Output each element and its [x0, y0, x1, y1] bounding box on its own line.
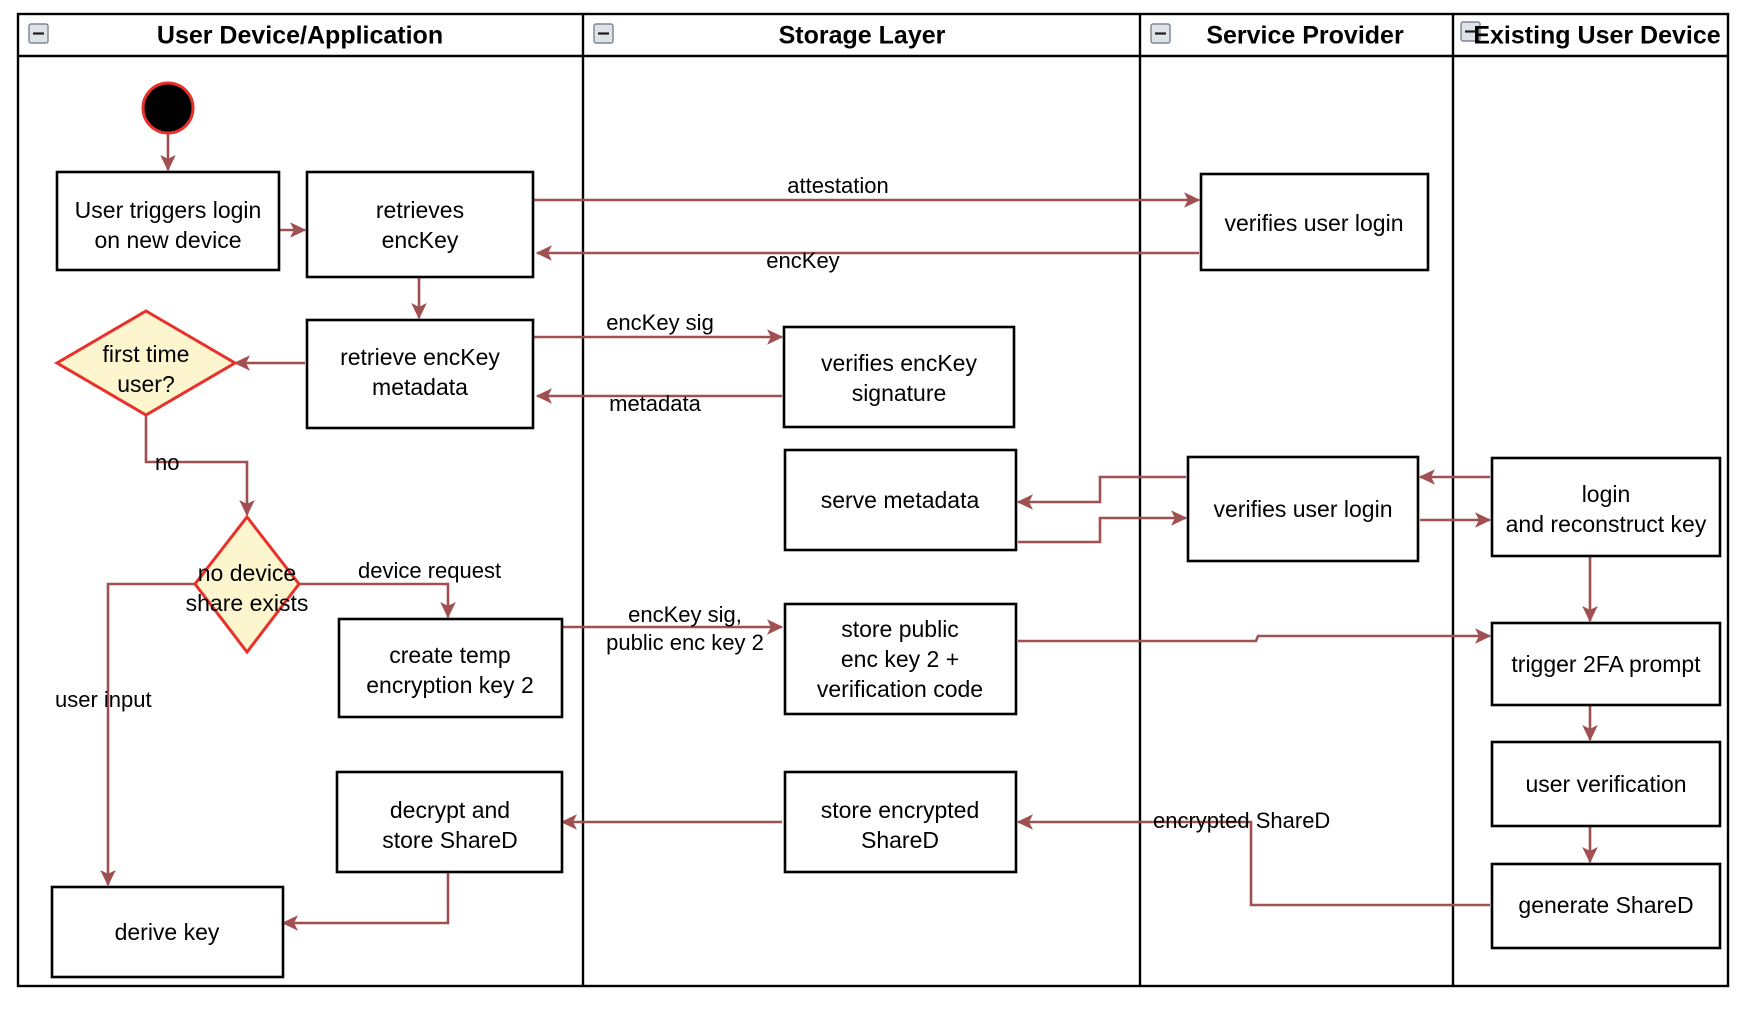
node-label-line: on new device: [94, 227, 241, 253]
node-label-line: create temp: [389, 642, 510, 668]
edge-device-request: [299, 582, 456, 619]
node-label-line: verifies user login: [1214, 496, 1393, 522]
node-create-temp-encryption-key-2[interactable]: create temp encryption key 2: [337, 617, 564, 719]
edge-no: [144, 415, 255, 517]
edge-label-no: no: [155, 450, 179, 475]
lane-title-storage-layer: Storage Layer: [779, 22, 946, 50]
node-label-line: login: [1582, 481, 1631, 507]
node-verifies-user-login-top[interactable]: verifies user login: [1199, 172, 1430, 272]
node-first-time-user-decision[interactable]: first time user?: [54, 309, 238, 417]
edge-label-metadata: metadata: [609, 391, 701, 416]
edge-serve-metadata-to-sp: [1018, 510, 1188, 544]
node-label-line: store public: [841, 616, 959, 642]
edge-label-attestation: attestation: [787, 173, 889, 198]
node-label-line: verifies encKey: [821, 350, 977, 376]
node-login-and-reconstruct-key[interactable]: login and reconstruct key: [1490, 456, 1722, 558]
node-user-verification[interactable]: user verification: [1490, 740, 1722, 828]
node-label-line: ShareD: [861, 827, 939, 853]
edge-storepub-to-2fa: [1018, 628, 1492, 644]
node-label-line: decrypt and: [390, 797, 510, 823]
node-label-line: signature: [852, 380, 947, 406]
node-user-triggers-login[interactable]: User triggers login on new device: [55, 170, 281, 272]
lane-title-existing-user-device: Existing User Device: [1473, 22, 1720, 50]
node-store-encrypted-shared[interactable]: store encrypted ShareD: [783, 770, 1018, 874]
collapse-minus-icon[interactable]: [1150, 23, 1171, 44]
lane-header-service-provider[interactable]: Service Provider: [1150, 22, 1404, 50]
lane-header-storage-layer[interactable]: Storage Layer: [593, 22, 946, 50]
node-generate-shared[interactable]: generate ShareD: [1490, 862, 1722, 950]
node-label-line: store encrypted: [821, 797, 980, 823]
node-store-public-enc-key-2[interactable]: store public enc key 2 + verification co…: [783, 602, 1018, 716]
node-label-line: no device: [198, 560, 296, 586]
node-label-line: user?: [117, 371, 175, 397]
edge-label-enckey-sig-pub-line1: encKey sig,: [628, 602, 742, 627]
edge-label-enckey-sig: encKey sig: [606, 310, 714, 335]
node-label-line: serve metadata: [821, 487, 980, 513]
node-label-line: generate ShareD: [1518, 892, 1693, 918]
node-label-line: encryption key 2: [366, 672, 533, 698]
node-decrypt-and-store-shared[interactable]: decrypt and store ShareD: [335, 770, 564, 874]
edge-label-enckey: encKey: [766, 248, 839, 273]
collapse-minus-icon[interactable]: [1460, 21, 1481, 42]
node-label-line: user verification: [1525, 771, 1686, 797]
lane-title-user-device: User Device/Application: [157, 22, 443, 50]
node-verifies-enckey-signature[interactable]: verifies encKey signature: [782, 325, 1016, 429]
edge-user-input: [100, 582, 195, 887]
node-label-line: retrieves: [376, 197, 464, 223]
node-trigger-2fa-prompt[interactable]: trigger 2FA prompt: [1490, 621, 1722, 707]
node-serve-metadata[interactable]: serve metadata: [783, 448, 1018, 552]
node-label-line: metadata: [372, 374, 468, 400]
node-label-line: enc key 2 +: [841, 646, 959, 672]
node-retrieves-enckey[interactable]: retrieves encKey: [305, 170, 535, 279]
collapse-minus-icon[interactable]: [593, 23, 614, 44]
node-label-line: User triggers login: [75, 197, 262, 223]
node-label-line: store ShareD: [382, 827, 518, 853]
lane-header-user-device[interactable]: User Device/Application: [28, 22, 443, 50]
edge-label-encrypted-shared: encrypted ShareD: [1153, 808, 1330, 833]
lane-header-existing-user-device[interactable]: Existing User Device: [1460, 21, 1721, 50]
edge-label-user-input: user input: [55, 687, 152, 712]
node-label-line: verifies user login: [1225, 210, 1404, 236]
collapse-minus-icon[interactable]: [28, 23, 49, 44]
edge-label-enckey-sig-pub-line2: public enc key 2: [606, 630, 764, 655]
node-derive-key[interactable]: derive key: [50, 885, 285, 979]
node-label-line: derive key: [115, 919, 220, 945]
node-label-line: retrieve encKey: [340, 344, 500, 370]
lane-title-service-provider: Service Provider: [1206, 22, 1404, 50]
edge-encrypted-shared: [1016, 814, 1490, 907]
node-label-line: verification code: [817, 676, 983, 702]
node-label-line: share exists: [186, 590, 309, 616]
node-verifies-user-login-mid[interactable]: verifies user login: [1186, 455, 1420, 563]
edges-layer: attestation encKey encKey sig metadata n…: [55, 131, 1598, 931]
node-label-line: first time: [103, 341, 190, 367]
node-label-line: trigger 2FA prompt: [1511, 651, 1701, 677]
node-retrieve-enckey-metadata[interactable]: retrieve encKey metadata: [305, 318, 535, 430]
node-no-device-share-decision[interactable]: no device share exists: [186, 514, 309, 655]
start-node[interactable]: [141, 81, 195, 135]
node-label-line: and reconstruct key: [1506, 511, 1707, 537]
edge-sp-to-serve-metadata: [1016, 475, 1186, 510]
node-label-line: encKey: [382, 227, 459, 253]
edge-label-device-request: device request: [358, 558, 501, 583]
edge-decrypt-to-derive: [281, 872, 450, 931]
